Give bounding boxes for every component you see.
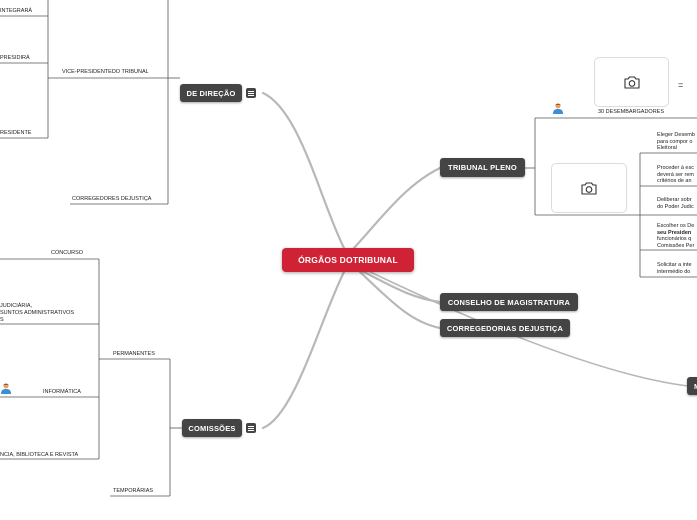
image-placeholder[interactable] xyxy=(594,57,669,107)
link-central-partial xyxy=(361,267,689,387)
camera-icon xyxy=(623,75,640,89)
branch-conselho-magistratura-label: CONSELHO DE MAGISTRATURA xyxy=(447,297,571,307)
menu-icon[interactable] xyxy=(246,88,256,98)
direcao-item-presidira: PRESIDIRÁ xyxy=(0,55,30,61)
branch-corregedorias[interactable]: CORREGEDORIAS DEJUSTIÇA xyxy=(440,319,570,337)
branch-de-direcao[interactable]: DE DIREÇÃO xyxy=(180,84,242,102)
camera-icon xyxy=(581,181,597,195)
user-avatar-icon xyxy=(1,383,11,394)
branch-tribunal-pleno-label: TRIBUNAL PLENO xyxy=(448,163,517,172)
comissoes-item-judiciaria-line3: S xyxy=(0,317,4,323)
branch-de-direcao-label: DE DIREÇÃO xyxy=(186,88,236,98)
link-central-pleno xyxy=(352,166,442,250)
comissoes-item-temporarias: TEMPORÁRIAS xyxy=(113,488,154,494)
direcao-item-corregedores: CORREGEDORES DEJUSTIÇA xyxy=(72,196,152,202)
image-placeholder[interactable] xyxy=(551,163,627,213)
branch-tribunal-pleno[interactable]: TRIBUNAL PLENO xyxy=(440,158,525,177)
branch-partial-offscreen[interactable]: M xyxy=(687,377,697,395)
branch-conselho-magistratura[interactable]: CONSELHO DE MAGISTRATURA xyxy=(440,293,578,311)
central-topic[interactable]: ÓRGÃOS DOTRIBUNAL xyxy=(282,248,414,272)
branch-corregedorias-label: CORREGEDORIAS DEJUSTIÇA xyxy=(446,323,564,333)
user-avatar-icon xyxy=(553,103,563,114)
direcao-item-integrara: INTEGRARÁ xyxy=(0,8,33,14)
comissoes-item-permanentes: PERMANENTES xyxy=(113,351,155,357)
central-topic-label: ÓRGÃOS DOTRIBUNAL xyxy=(298,255,398,265)
comissoes-item-biblioteca: NCIA, BIBLIOTECA E REVISTA xyxy=(0,452,79,458)
link-central-direcao xyxy=(261,91,346,250)
branch-comissoes-label: COMISSÕES xyxy=(188,423,236,433)
comissoes-item-judiciaria-line1: JUDICIÁRIA, xyxy=(0,303,33,309)
comissoes-item-judiciaria-line2: SUNTOS ADMINISTRATIVOS xyxy=(0,310,75,316)
comissoes-item-informatica: INFORMÁTICA xyxy=(43,389,81,395)
pleno-item-desembargadores: 30 DESEMBARGADORES xyxy=(598,109,665,115)
branch-comissoes[interactable]: COMISSÕES xyxy=(182,419,242,437)
menu-icon[interactable] xyxy=(246,423,256,433)
link-central-comissoes xyxy=(261,270,346,430)
comissoes-item-concurso: CONCURSO xyxy=(51,250,84,256)
direcao-item-vice-presidente: VICE-PRESIDENTEDO TRIBUNAL xyxy=(62,69,149,75)
direcao-item-presidente: RESIDENTE xyxy=(0,130,32,136)
link-central-corregedorias xyxy=(358,270,442,330)
branch-partial-label: M xyxy=(694,382,697,391)
equals-sign: = xyxy=(678,80,684,90)
